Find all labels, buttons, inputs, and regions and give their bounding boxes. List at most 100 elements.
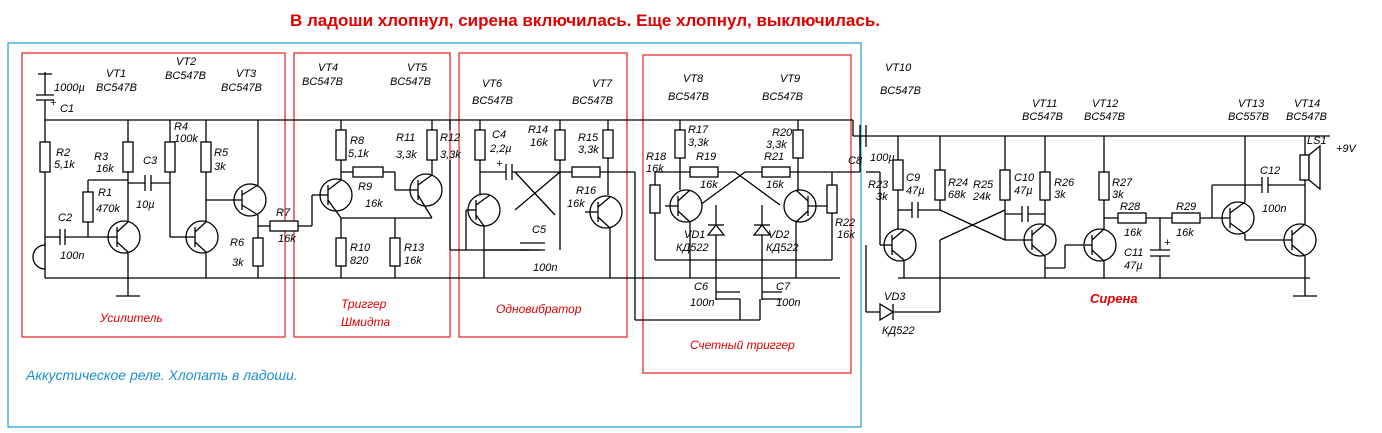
c9-value: 47µ [906, 185, 925, 197]
vt14-name: VT14 [1294, 98, 1320, 110]
r23-name: R23 [868, 179, 889, 191]
r5-resistor [200, 141, 212, 173]
r13-resistor [389, 237, 401, 267]
r23-value: 3k [876, 191, 888, 203]
vt12-name: VT12 [1092, 98, 1118, 110]
vt7-transistor [585, 195, 623, 278]
r25-resistor [999, 169, 1011, 201]
r10-resistor [335, 237, 347, 267]
r16-value: 16k [567, 198, 585, 210]
vt13-transistor [1220, 136, 1285, 241]
r1-resistor [82, 191, 94, 223]
amp-block-label: Усилитель [99, 311, 163, 325]
r15-name: R15 [578, 132, 599, 144]
vt14-transistor [1283, 180, 1317, 296]
r28-resistor [1117, 212, 1147, 224]
vt2-transistor [185, 220, 219, 278]
r3-value: 16k [96, 163, 114, 175]
r9-name: R9 [358, 181, 372, 193]
r15-resistor [602, 129, 614, 159]
r26-name: R26 [1054, 177, 1075, 189]
vt9-name: VT9 [780, 73, 800, 85]
r16-name: R16 [576, 185, 597, 197]
r5-value: 3k [214, 161, 226, 173]
r5-name: R5 [214, 147, 229, 159]
r12-value: 3,3k [440, 149, 461, 161]
c8-name: C8 [848, 155, 863, 167]
vt10-name: VT10 [885, 62, 912, 74]
vt3-name: VT3 [236, 68, 257, 80]
c11-name: C11 [1124, 247, 1143, 259]
vt9-transistor [783, 189, 832, 278]
vd3-name: VD3 [884, 291, 906, 303]
vd2-type: КД522 [766, 242, 799, 254]
r11-resistor [426, 129, 438, 161]
vt1-name: VT1 [106, 68, 126, 80]
vd2-diode [752, 205, 772, 300]
r22-value: 16k [837, 229, 855, 241]
vd2-name: VD2 [768, 229, 789, 241]
r17-resistor [674, 129, 686, 159]
counter-block [642, 54, 852, 374]
r26-resistor [1039, 171, 1051, 201]
c10-value: 47µ [1014, 185, 1033, 197]
c9-name: C9 [906, 172, 920, 184]
vt1-transistor [107, 220, 141, 278]
r29-value: 16k [1176, 227, 1194, 239]
r14-resistor [554, 129, 566, 161]
c8-value: 100µ [870, 152, 895, 164]
vt7-type: BC547B [572, 95, 613, 107]
vt8-type: BC547B [668, 91, 709, 103]
r10-name: R10 [350, 242, 371, 254]
c6-value: 100n [690, 297, 714, 309]
r17-value: 3,3k [688, 137, 709, 149]
r19-value: 16k [700, 179, 718, 191]
vt3-transistor [232, 120, 267, 238]
vt8-name: VT8 [683, 73, 704, 85]
r27-resistor [1098, 171, 1110, 201]
vt4-transistor [319, 178, 353, 219]
vt2-name: VT2 [176, 56, 196, 68]
schematic-title: В ладоши хлопнул, сирена включилась. Еще… [290, 11, 880, 30]
vd3-type: КД522 [882, 325, 915, 337]
r24-resistor [934, 169, 946, 201]
r2-value: 5,1k [54, 159, 75, 171]
r22-resistor [826, 184, 838, 214]
r17-name: R17 [688, 124, 709, 136]
r7-resistor [269, 220, 299, 232]
r21-name: R21 [764, 151, 784, 163]
vd1-diode [706, 205, 726, 300]
r19-resistor [689, 166, 719, 178]
r18-value: 16k [646, 163, 664, 175]
c12-name: C12 [1260, 165, 1280, 177]
c4-plus: + [496, 158, 503, 170]
c1-plus: + [50, 97, 57, 109]
r12-name: R12 [440, 132, 460, 144]
c2-name: C2 [58, 212, 72, 224]
r1-value: 470k [96, 203, 120, 215]
c5-name: C5 [532, 224, 547, 236]
r14-name: R14 [528, 124, 548, 136]
vt12-transistor [1083, 228, 1117, 278]
r3-resistor [122, 141, 134, 173]
r7-value: 16k [278, 233, 296, 245]
vt5-transistor [409, 173, 443, 219]
c1-value: 1000µ [54, 82, 85, 94]
vt13-name: VT13 [1238, 98, 1265, 110]
r8-resistor [335, 129, 347, 161]
r13-value: 16k [404, 255, 422, 267]
vt6-name: VT6 [482, 78, 503, 90]
c1-name: C1 [60, 103, 74, 115]
r18-resistor [649, 184, 661, 214]
r3-name: R3 [94, 151, 109, 163]
counter-block-label: Счетный триггер [690, 338, 795, 352]
c1-capacitor [36, 72, 54, 120]
r4-name: R4 [174, 121, 188, 133]
c11-value: 47µ [1124, 260, 1143, 272]
vt11-name: VT11 [1032, 98, 1057, 110]
c5-value: 100n [533, 262, 557, 274]
vd1-name: VD1 [684, 229, 705, 241]
vt11-type: BC547B [1022, 111, 1063, 123]
r1-name: R1 [98, 187, 112, 199]
